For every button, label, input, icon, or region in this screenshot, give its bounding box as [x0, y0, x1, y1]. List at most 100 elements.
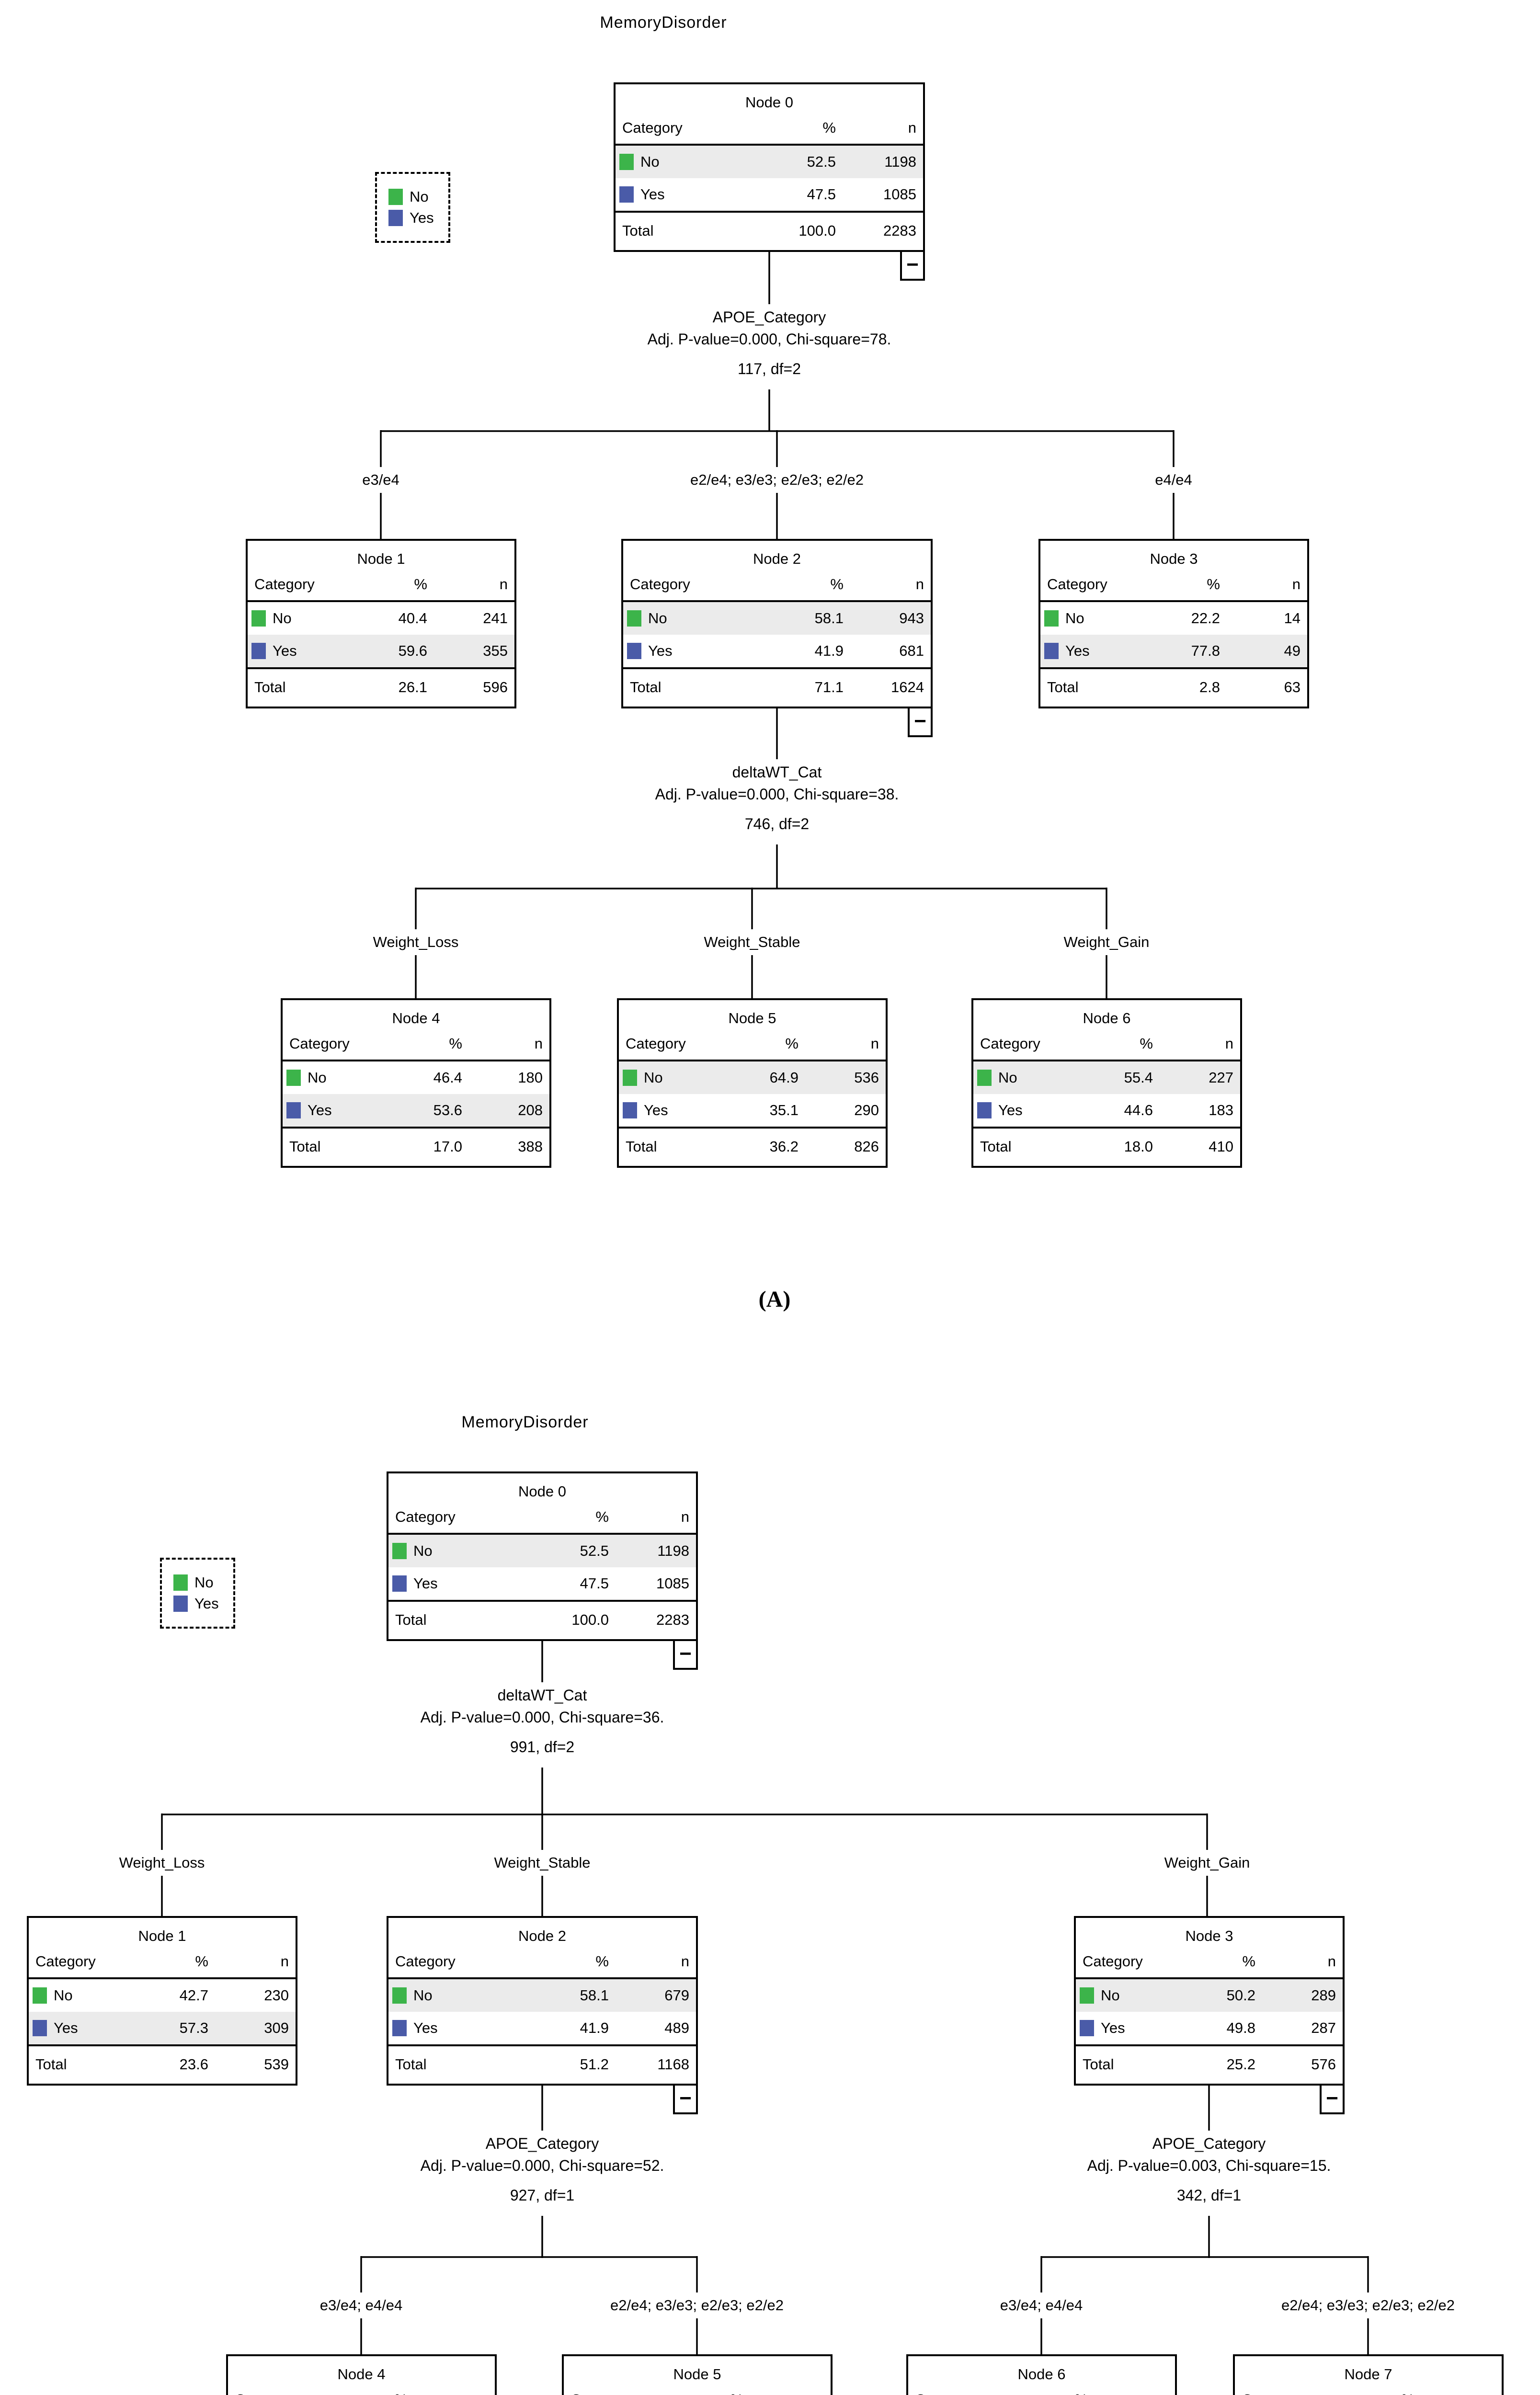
table-header-row: Category % n: [1235, 2388, 1502, 2395]
total-n: 826: [805, 1127, 886, 1166]
row-pct: 64.9: [730, 1061, 805, 1094]
percent-header: %: [1346, 2388, 1421, 2395]
branch-label: e3/e4; e4/e4: [992, 2292, 1091, 2318]
node-title: Node 4: [392, 1010, 440, 1026]
node-table: Category % n No 50.2 289 Yes 49.8 287 To…: [1076, 1950, 1343, 2084]
row-pct: 22.2: [1191, 610, 1220, 627]
yes-swatch-icon: [977, 1102, 992, 1118]
branch-label: Weight_Loss: [365, 929, 467, 955]
row-n: 355: [434, 635, 514, 668]
row-n: 227: [1160, 1061, 1240, 1094]
row-label: No: [640, 153, 660, 170]
table-header-row: Category % n: [564, 2388, 831, 2395]
row-pct: 41.9: [814, 642, 844, 659]
legend-item-yes: Yes: [388, 207, 434, 228]
row-yes: Yes 44.6 183: [973, 1094, 1240, 1128]
row-yes: Yes 47.5 1085: [388, 1567, 696, 1601]
row-no: No 58.1 679: [388, 1978, 696, 2012]
n-header: n: [215, 1950, 296, 1979]
percent-header: %: [767, 116, 843, 146]
yes-swatch-icon: [392, 2019, 407, 2036]
row-n: 309: [215, 2012, 296, 2045]
row-yes: Yes 47.5 1085: [616, 178, 923, 212]
table-header-row: Category % n: [29, 1950, 296, 1979]
total-pct: 51.2: [540, 2044, 616, 2084]
collapse-button[interactable]: −: [1320, 2084, 1345, 2114]
collapse-button[interactable]: −: [900, 250, 925, 281]
branch-label: e2/e4; e3/e3; e2/e3; e2/e2: [1274, 2292, 1462, 2318]
table-header-row: Category % n: [388, 1950, 696, 1979]
split-variable: deltaWT_Cat: [497, 1687, 587, 1704]
node-table: Category % n No 40.4 241 Yes 59.6 355 To…: [248, 572, 514, 707]
n-header: n: [805, 1032, 886, 1061]
node-table: Category % n No 64.9 536 Yes 35.1 290 To…: [619, 1032, 886, 1166]
row-label: No: [998, 1069, 1017, 1086]
node-title: Node 3: [1185, 1927, 1233, 1944]
percent-header: %: [1084, 1032, 1160, 1061]
node-title: Node 7: [1344, 2366, 1392, 2383]
row-yes: Yes 41.9 681: [623, 635, 931, 668]
n-header: n: [1227, 572, 1307, 602]
total-label: Total: [388, 1600, 540, 1639]
legend-label: No: [410, 188, 429, 205]
row-no: No 64.9 536: [619, 1061, 886, 1094]
split-rule-b-root: deltaWT_Cat Adj. P-value=0.000, Chi-squa…: [243, 1682, 842, 1768]
node-title: Node 0: [745, 94, 793, 111]
branch-label: e4/e4: [1147, 467, 1200, 493]
node-b7: Node 7 Category % n No 55.4 227 Yes 44.6…: [1233, 2354, 1504, 2395]
node-a1: Node 1 Category % n No 40.4 241 Yes 59.6…: [246, 539, 516, 708]
percent-header: %: [339, 2388, 414, 2395]
collapse-button[interactable]: −: [673, 2084, 698, 2114]
row-label: No: [1101, 1987, 1120, 2004]
yes-swatch-icon: [627, 642, 641, 659]
collapse-button[interactable]: −: [673, 1639, 698, 1670]
table-header-row: Category % n: [228, 2388, 495, 2395]
category-header: Category: [1235, 2388, 1346, 2395]
row-n: 290: [854, 1102, 879, 1118]
split-variable: APOE_Category: [1152, 2135, 1266, 2152]
row-n: 1198: [616, 1534, 696, 1567]
row-label: No: [1065, 610, 1084, 627]
n-header: n: [469, 1032, 549, 1061]
node-title: Node 5: [728, 1010, 776, 1026]
no-swatch-icon: [392, 1542, 407, 1559]
split-stats-cont: 991, df=2: [510, 1738, 575, 1756]
percent-header: %: [1019, 2388, 1095, 2395]
split-stats: Adj. P-value=0.000, Chi-square=78.: [647, 331, 891, 348]
total-n: 410: [1160, 1127, 1240, 1166]
row-n: 679: [616, 1978, 696, 2012]
yes-swatch-icon: [623, 1102, 637, 1118]
split-stats-cont: 117, df=2: [738, 360, 801, 377]
collapse-button[interactable]: −: [908, 707, 933, 737]
node-b2: Node 2 Category % n No 58.1 679 Yes 41.9…: [387, 1916, 698, 2114]
branch-label: Weight_Gain: [1056, 929, 1157, 955]
row-no: No 42.7 230: [29, 1978, 296, 2012]
row-n: 1085: [883, 186, 916, 203]
category-header: Category: [283, 1032, 393, 1061]
n-header: n: [434, 572, 514, 602]
table-header-row: Category % n: [973, 1032, 1240, 1061]
category-header: Category: [388, 1950, 540, 1979]
no-swatch-icon: [173, 1574, 188, 1591]
row-pct: 47.5: [580, 1575, 609, 1592]
row-n: 1198: [843, 145, 923, 178]
row-label: Yes: [413, 2019, 438, 2036]
total-pct: 25.2: [1186, 2044, 1262, 2084]
percent-header: %: [1186, 1950, 1262, 1979]
category-header: Category: [564, 2388, 674, 2395]
category-header: Category: [1076, 1950, 1186, 1979]
no-swatch-icon: [627, 610, 641, 627]
total-label: Total: [619, 1127, 730, 1166]
no-swatch-icon: [619, 153, 634, 170]
row-label: No: [413, 1987, 433, 2004]
row-label: Yes: [998, 1102, 1023, 1118]
table-header-row: Category % n: [283, 1032, 549, 1061]
row-n: 287: [1311, 2019, 1336, 2036]
row-pct: 42.7: [179, 1987, 208, 2004]
total-n: 388: [469, 1127, 549, 1166]
node-table: Category % n No 46.4 180 Yes 53.6 208 To…: [283, 1032, 549, 1166]
no-swatch-icon: [33, 1987, 47, 2004]
total-pct: 2.8: [1151, 667, 1227, 707]
row-pct: 50.2: [1186, 1978, 1262, 2012]
